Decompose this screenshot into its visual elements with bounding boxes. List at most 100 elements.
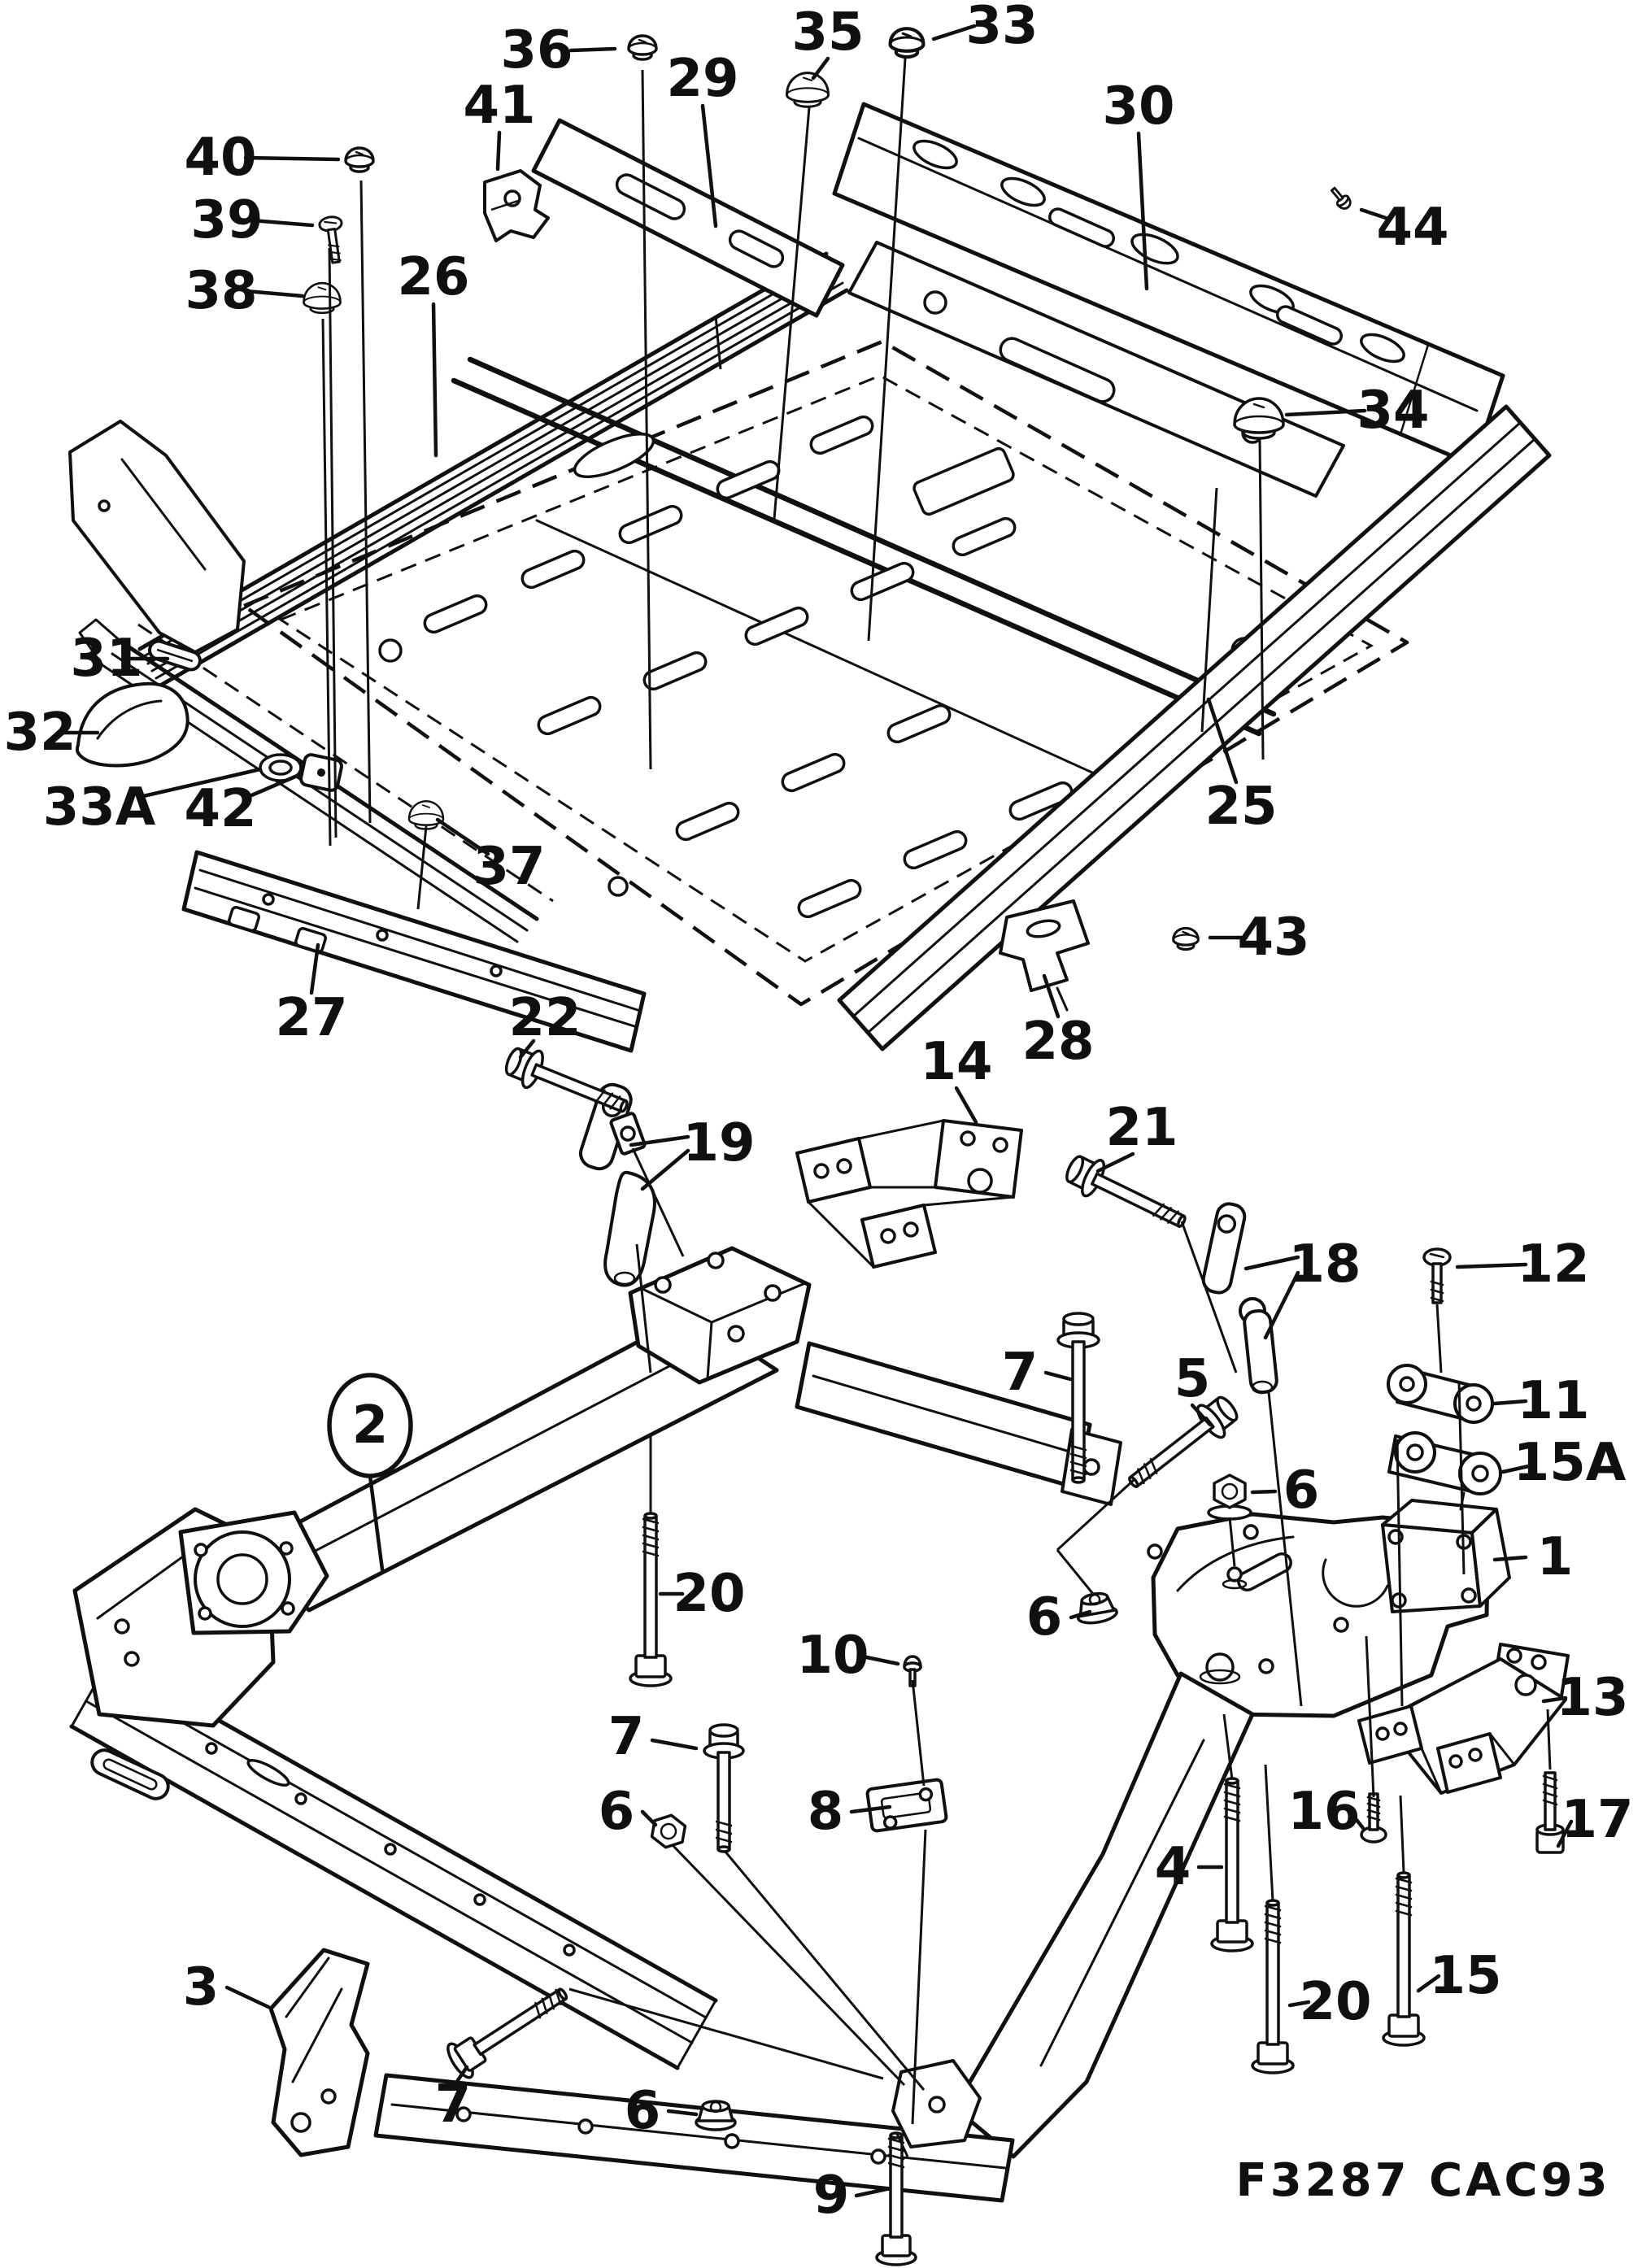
part-connector-line <box>1222 1713 1234 1780</box>
callout-label: 4 <box>1155 1837 1191 1897</box>
callout-leader-line <box>1190 1403 1213 1427</box>
callout-label: 21 <box>1105 1098 1178 1158</box>
callout-29-3: 29 <box>666 49 739 229</box>
floor-pan-inner-seam <box>277 374 1374 963</box>
callout-37-16: 37 <box>435 817 546 897</box>
callout-label: 34 <box>1357 381 1429 441</box>
callout-44-7: 44 <box>1359 198 1449 258</box>
bracket-42 <box>299 753 343 792</box>
callout-label: 41 <box>463 76 535 136</box>
part-connector-line <box>867 58 907 642</box>
pan-hole <box>378 638 403 663</box>
callout-leader-line <box>1206 697 1239 785</box>
callout-15-45: 15 <box>1416 1946 1502 2006</box>
callout-leader-line <box>224 1985 271 2009</box>
callout-label: 40 <box>184 128 256 188</box>
callout-label: 6 <box>625 2081 661 2141</box>
part-connector-line <box>723 1850 926 2091</box>
rear-crossmember-inner <box>847 241 1345 498</box>
plug-31 <box>148 639 202 672</box>
callout-26-10: 26 <box>397 247 470 458</box>
part-connector-line <box>1435 1304 1443 1373</box>
part-connector-line <box>1457 1382 1466 1575</box>
pan-rect-hole <box>912 446 1015 516</box>
callout-label: 33A <box>43 777 156 838</box>
callout-leader-line <box>1263 1270 1300 1340</box>
pan-oval-hole <box>573 433 655 478</box>
callout-leader-line <box>1455 1262 1528 1269</box>
callout-leader-line <box>650 1738 699 1751</box>
part-connector-line <box>321 318 332 847</box>
bottom-crossbar <box>373 2073 1015 2203</box>
callout-label: 8 <box>808 1782 844 1842</box>
pan-slot <box>675 801 740 842</box>
pan-slot <box>1008 781 1074 821</box>
callout-28-20: 28 <box>1021 973 1095 1072</box>
part-connector-line <box>568 1987 884 2080</box>
pan-front-edge <box>451 377 1262 737</box>
callout-label: 22 <box>508 988 581 1048</box>
callout-11-29: 11 <box>1492 1371 1590 1431</box>
plug-43 <box>1172 926 1200 951</box>
callout-leader-line <box>856 1653 900 1666</box>
pan-slot <box>797 878 862 919</box>
callout-leader-line <box>244 289 305 298</box>
callout-16-41: 16 <box>1287 1782 1365 1842</box>
callout-label: 38 <box>185 261 257 321</box>
callout-leader-line <box>309 942 320 995</box>
callout-label: 17 <box>1561 1790 1633 1850</box>
callout-34-11: 34 <box>1284 381 1430 441</box>
callout-8-39: 8 <box>808 1782 892 1842</box>
callout-label: 1 <box>1537 1527 1574 1587</box>
part-connector-line <box>1056 1478 1135 1552</box>
pan-front-edge-2 <box>467 356 1277 717</box>
lower-right-arm <box>952 1671 1255 2159</box>
callout-label: 15A <box>1514 1433 1627 1493</box>
callout-leader-line <box>854 2187 889 2198</box>
pan-hole <box>608 876 629 897</box>
part-connector-line <box>773 107 811 520</box>
callout-label: 6 <box>599 1782 635 1842</box>
callout-36-0: 36 <box>500 20 617 81</box>
callout-5-28: 5 <box>1174 1349 1213 1427</box>
callout-leader-line <box>455 2065 469 2083</box>
callout-leader-line <box>811 56 830 81</box>
pan-slot <box>850 561 915 602</box>
callout-leader-line <box>518 1038 536 1060</box>
floor-pan-assembly <box>68 28 1552 1053</box>
part-connector-line <box>1365 1635 1375 1798</box>
part-connector-line <box>1396 1439 1404 1707</box>
callout-20-46: 20 <box>1287 1972 1372 2032</box>
pan-fold-line <box>535 519 1156 803</box>
callout-19-24: 19 <box>629 1113 756 1191</box>
pan-slot <box>520 549 586 590</box>
callout-label: 20 <box>673 1564 745 1624</box>
callout-14-22: 14 <box>920 1032 993 1125</box>
callout-label: 35 <box>791 2 864 63</box>
right-engine-mount-tower <box>1381 1499 1511 1613</box>
plug-33 <box>891 28 924 57</box>
callout-leader-line <box>1492 1399 1528 1406</box>
callout-leader-line <box>1287 2000 1311 2008</box>
part-connector-line <box>1258 438 1265 760</box>
callout-leader-line <box>1095 1151 1135 1173</box>
callout-leader-line <box>243 155 341 162</box>
callout-leader-line <box>640 1809 658 1827</box>
callout-label: 10 <box>796 1626 869 1686</box>
callout-7-47: 7 <box>435 2065 471 2135</box>
callout-43-18: 43 <box>1208 908 1310 968</box>
part-connector-line <box>1200 487 1218 733</box>
part-connector-line <box>359 180 372 824</box>
callout-leader-line <box>242 772 303 801</box>
callout-15A-30: 15A <box>1500 1433 1627 1493</box>
bracket-13 <box>1357 1643 1570 1795</box>
pan-slot <box>537 695 602 736</box>
callout-leader-line <box>1359 207 1388 220</box>
pan-slot <box>744 606 809 646</box>
slotted-plate <box>90 1748 170 1800</box>
callout-label: 12 <box>1517 1234 1589 1295</box>
callout-leader-line <box>568 46 617 53</box>
callout-label: 7 <box>1002 1343 1039 1403</box>
callout-33A-14: 33A <box>43 767 263 838</box>
callout-1-33: 1 <box>1492 1527 1574 1587</box>
